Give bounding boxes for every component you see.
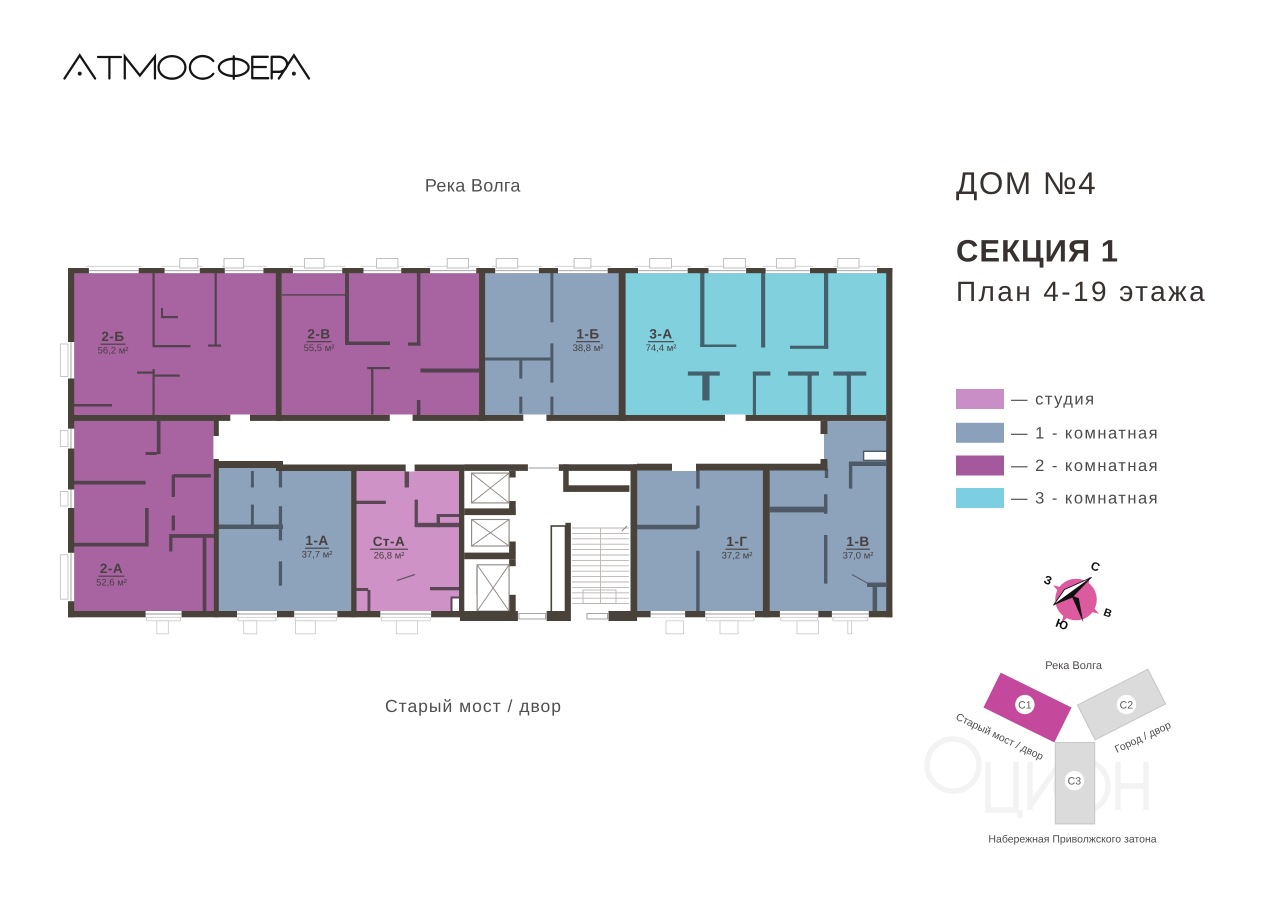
svg-text:Набережная Приволжского затона: Набережная Приволжского затона xyxy=(988,834,1156,846)
svg-text:26,8 м²: 26,8 м² xyxy=(374,551,405,562)
svg-text:Ю: Ю xyxy=(1054,616,1070,633)
svg-text:37,7 м²: 37,7 м² xyxy=(302,550,333,561)
svg-text:З: З xyxy=(1042,572,1054,588)
svg-text:— 1 - комнатная: — 1 - комнатная xyxy=(1011,424,1159,442)
svg-text:Река Волга: Река Волга xyxy=(425,176,522,196)
svg-text:В: В xyxy=(1102,607,1114,621)
svg-text:Река Волга: Река Волга xyxy=(1045,660,1103,672)
svg-text:74,4 м²: 74,4 м² xyxy=(646,343,677,354)
svg-text:1-Г: 1-Г xyxy=(726,534,747,549)
svg-text:Ст-А: Ст-А xyxy=(373,534,406,549)
svg-text:37,0 м²: 37,0 м² xyxy=(843,551,874,562)
svg-text:56,2 м²: 56,2 м² xyxy=(98,346,129,357)
svg-text:С1: С1 xyxy=(1018,699,1032,711)
svg-text:— 2 - комнатная: — 2 - комнатная xyxy=(1011,457,1159,475)
svg-text:3-А: 3-А xyxy=(649,327,672,342)
svg-text:38,8 м²: 38,8 м² xyxy=(573,343,604,354)
svg-text:1-А: 1-А xyxy=(305,533,328,548)
svg-text:СЕКЦИЯ 1: СЕКЦИЯ 1 xyxy=(956,234,1119,269)
svg-text:— студия: — студия xyxy=(1011,391,1096,409)
svg-text:ДОМ №4: ДОМ №4 xyxy=(956,165,1097,201)
svg-text:План 4-19 этажа: План 4-19 этажа xyxy=(956,276,1207,307)
svg-text:1-В: 1-В xyxy=(846,534,869,549)
svg-text:55,5 м²: 55,5 м² xyxy=(304,343,335,354)
svg-text:2-В: 2-В xyxy=(307,327,330,342)
svg-text:С2: С2 xyxy=(1120,699,1134,711)
svg-text:С3: С3 xyxy=(1068,776,1082,788)
svg-text:37,2 м²: 37,2 м² xyxy=(722,551,753,562)
svg-text:1-Б: 1-Б xyxy=(576,327,599,342)
svg-text:Старый мост / двор: Старый мост / двор xyxy=(385,696,562,716)
svg-text:52,6 м²: 52,6 м² xyxy=(96,578,127,589)
svg-text:2-А: 2-А xyxy=(100,561,123,576)
svg-text:— 3 - комнатная: — 3 - комнатная xyxy=(1011,490,1159,508)
svg-text:2-Б: 2-Б xyxy=(101,329,124,344)
